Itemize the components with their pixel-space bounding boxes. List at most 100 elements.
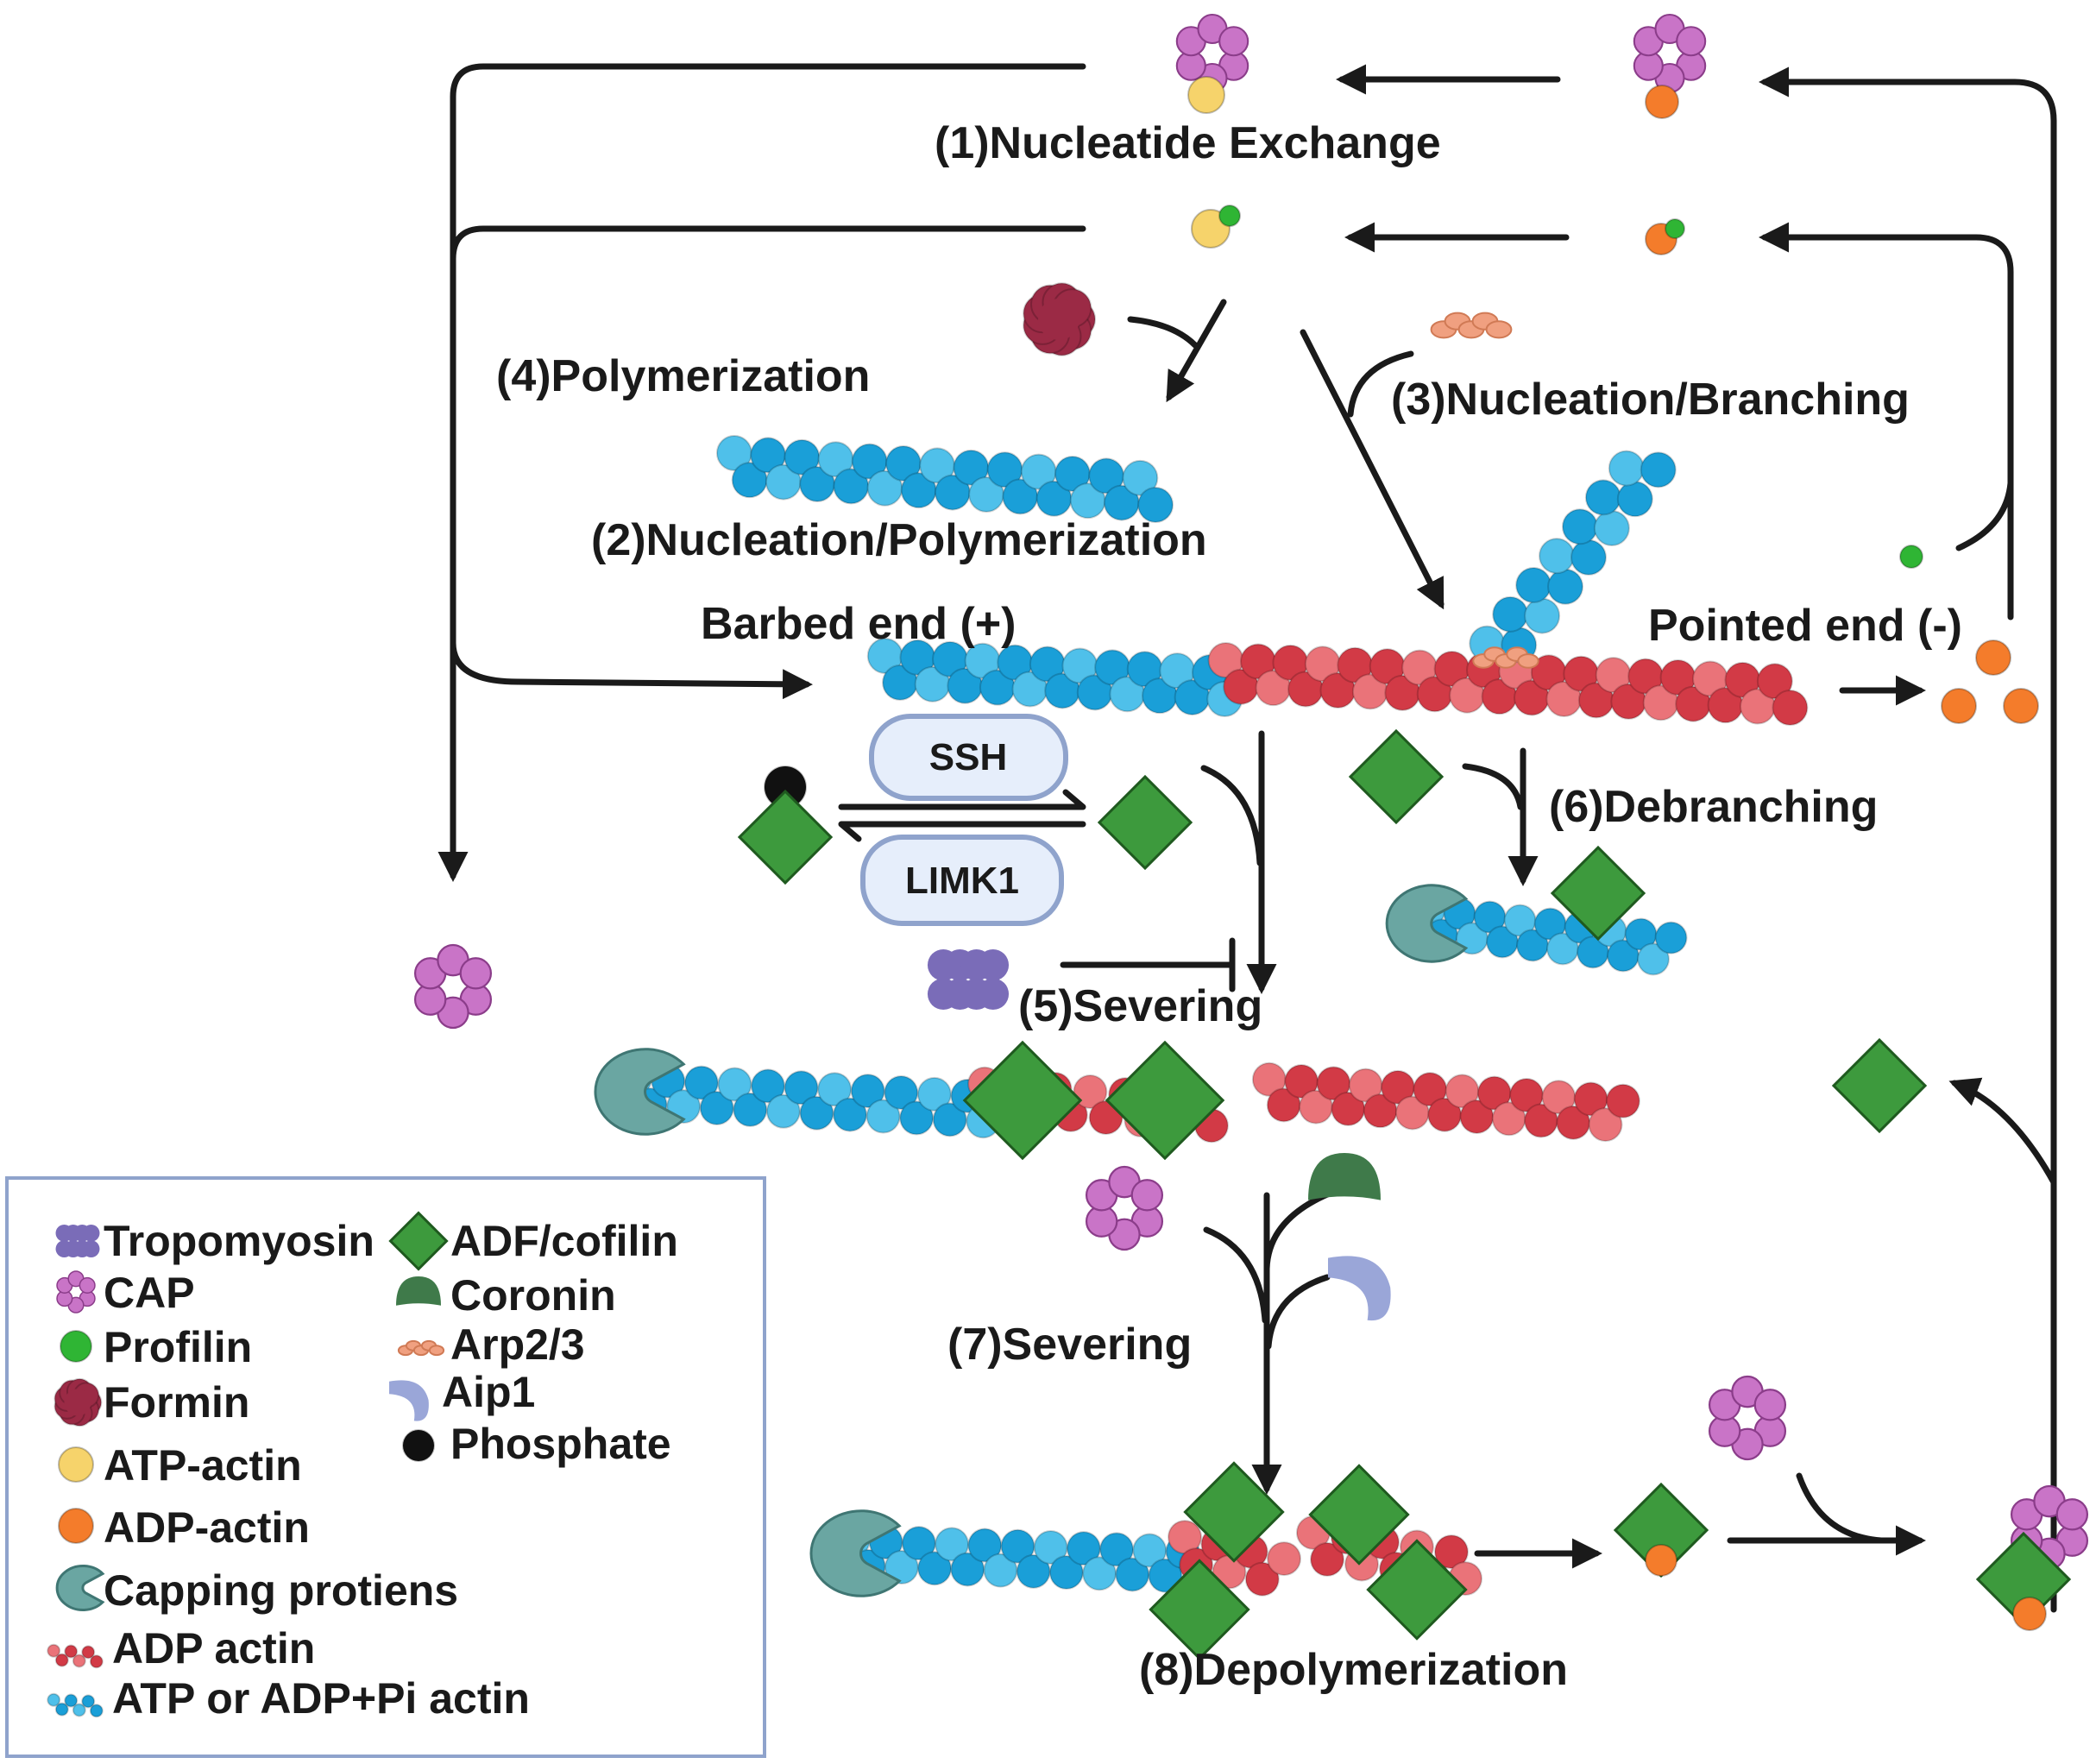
legend-label-adp-actin: ADP-actin xyxy=(104,1503,310,1552)
capping-protein-icon xyxy=(594,1048,686,1136)
step1-label: (1)Nucleatide Exchange xyxy=(935,118,1441,168)
capping-protein-icon xyxy=(809,1509,902,1597)
step4-label: (4)Polymerization xyxy=(496,351,870,401)
legend-label-phosphate: Phosphate xyxy=(450,1420,671,1468)
barbed-end-label: Barbed end (+) xyxy=(701,599,1017,649)
cap-recycle-arrow xyxy=(437,63,1086,882)
arp23-icon xyxy=(1472,646,1539,669)
ssh-label: SSH xyxy=(929,736,1007,778)
legend-label-adp-filament: ADP actin xyxy=(112,1624,315,1673)
limk1-pill: LIMK1 xyxy=(860,835,1064,926)
branch-filament xyxy=(1469,450,1677,664)
atp-actin-to-barbed-arrow xyxy=(450,225,1086,700)
cap-bind-curve xyxy=(1796,1472,1885,1544)
legend-label-cofilin: ADF/cofilin xyxy=(450,1217,678,1265)
coronin-join-curve xyxy=(1263,1188,1339,1272)
legend-label-atp-filament: ATP or ADP+Pi actin xyxy=(112,1674,530,1723)
adp-actin-icon xyxy=(1645,1544,1677,1577)
adp-actin-icon xyxy=(1645,85,1679,119)
legend-label-capping: Capping protiens xyxy=(104,1566,458,1615)
phosphate-icon xyxy=(402,1429,435,1462)
debranched-filament xyxy=(1413,893,1688,976)
formin-icon xyxy=(54,1377,103,1427)
formin-icon xyxy=(1023,282,1096,356)
cap-icon xyxy=(413,943,493,1030)
cofilin-icon xyxy=(737,789,834,885)
cap-icon xyxy=(1633,13,1707,94)
cap-icon xyxy=(56,1270,96,1314)
legend-label-atp-actin: ATP-actin xyxy=(104,1441,302,1490)
atp-filament-icon xyxy=(47,1692,104,1718)
step2-label: (2)Nucleation/Polymerization xyxy=(591,515,1207,565)
legend-label-aip1: Aip1 xyxy=(442,1368,535,1416)
cofilin-recycle-arrow xyxy=(1948,1077,2057,1186)
capping-protein-icon xyxy=(55,1565,105,1611)
step8-label: (8)Depolymerization xyxy=(1139,1645,1568,1695)
cofilin-icon xyxy=(1097,774,1193,871)
adp-actin-icon xyxy=(1975,639,2011,676)
cofilin-icon xyxy=(1348,728,1445,825)
profilin-icon xyxy=(60,1330,92,1363)
tropomyosin-icon xyxy=(927,948,1010,1011)
atp-actin-icon xyxy=(58,1446,94,1483)
cofilin-icon xyxy=(1149,1559,1250,1660)
aip1-icon xyxy=(389,1380,429,1421)
aip1-icon xyxy=(1328,1256,1391,1321)
cofilin-icon xyxy=(388,1211,449,1271)
aip1-join-curve xyxy=(1265,1274,1331,1350)
free-atp-filament xyxy=(715,435,1174,523)
formin-join-curve xyxy=(1127,316,1199,349)
ssh-forward-arrow xyxy=(838,789,1086,810)
capping-protein-icon xyxy=(1385,884,1469,963)
cofilin-icon xyxy=(1183,1461,1285,1563)
legend: Tropomyosin CAP Profilin Formin ATP-acti… xyxy=(5,1176,766,1758)
tropomyosin-icon xyxy=(55,1225,100,1257)
step3-label: (3)Nucleation/Branching xyxy=(1391,375,1910,425)
cofilin-join-curve xyxy=(1200,765,1263,866)
adp-actin-icon xyxy=(58,1508,94,1544)
barbed-end-filament xyxy=(866,638,1243,717)
coronin-icon xyxy=(396,1276,441,1306)
step6-label: (6)Debranching xyxy=(1549,782,1878,832)
profilin-icon xyxy=(1218,205,1241,227)
branching-arrow xyxy=(1300,329,1445,610)
adp-filament-icon xyxy=(47,1643,104,1669)
right-loop-to-cap-arrow xyxy=(1759,66,2057,1613)
cofilin-icon xyxy=(962,1040,1083,1161)
pointed-end-filament xyxy=(1207,642,1809,726)
cofilin-icon xyxy=(1105,1040,1225,1161)
adp-actin-icon xyxy=(2003,688,2039,724)
legend-label-coronin: Coronin xyxy=(450,1271,616,1320)
adp-actin-icon xyxy=(1941,688,1977,724)
limk1-label: LIMK1 xyxy=(905,860,1019,902)
adp-actin-icon xyxy=(2012,1597,2047,1631)
atp-actin-icon xyxy=(1187,76,1225,114)
step5-label: (5)Severing xyxy=(1018,981,1262,1031)
cap-icon xyxy=(1708,1375,1787,1461)
profilin-icon xyxy=(1665,218,1685,239)
coronin-icon xyxy=(1308,1153,1381,1200)
legend-label-tropomyosin: Tropomyosin xyxy=(104,1217,375,1265)
arp23-icon xyxy=(397,1339,445,1357)
cofilin-icon xyxy=(1613,1482,1709,1578)
pointed-to-profilin-arrow xyxy=(1759,222,2014,621)
debranch-cofilin-curve xyxy=(1462,763,1524,810)
cofilin-icon xyxy=(1308,1464,1410,1566)
severed-fragment-red xyxy=(1251,1062,1640,1143)
legend-label-arp23: Arp2/3 xyxy=(450,1320,585,1369)
cap-join-curve xyxy=(1203,1226,1268,1324)
profilin-icon xyxy=(1899,545,1923,569)
arp23-icon xyxy=(1430,312,1513,339)
cap-icon xyxy=(1085,1165,1164,1251)
legend-label-profilin: Profilin xyxy=(104,1323,252,1371)
ssh-pill: SSH xyxy=(869,714,1068,801)
limk1-reverse-arrow xyxy=(838,821,1086,842)
polymerization-arrow xyxy=(1166,299,1227,403)
pointed-end-label: Pointed end (-) xyxy=(1648,601,1962,651)
arp23-join-curve xyxy=(1347,350,1414,418)
profilin-branch-curve xyxy=(1955,480,2014,551)
step7-label: (7)Severing xyxy=(947,1320,1192,1370)
cofilin-icon xyxy=(1550,845,1646,942)
legend-label-cap: CAP xyxy=(104,1269,195,1317)
